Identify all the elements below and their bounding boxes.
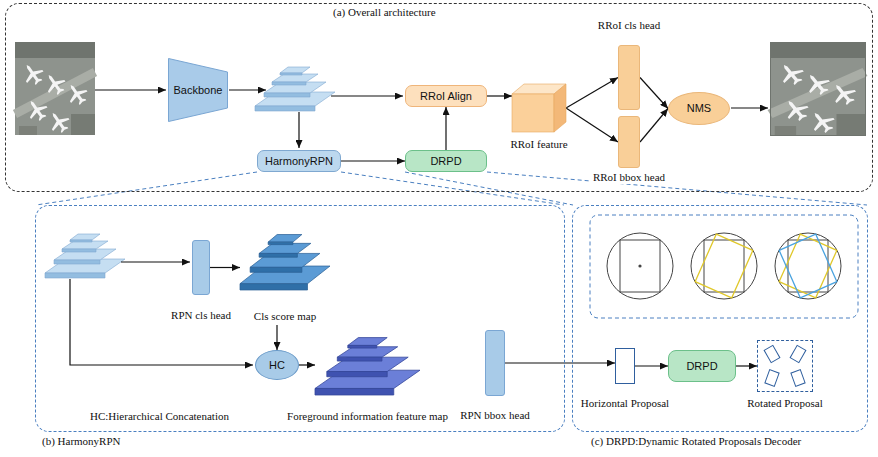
- zoom-lines: [36, 172, 867, 205]
- region-title: (a) Overall architecture: [331, 6, 438, 19]
- head-bar: RPN cls head: [192, 240, 210, 295]
- feature-pyramid: Foreground information feature map: [315, 335, 420, 395]
- center-dot: [638, 264, 641, 267]
- box-label: DRPD: [430, 155, 461, 168]
- head-bar: RPN bbox head: [485, 330, 505, 396]
- zoom-line: [36, 172, 257, 205]
- decoder-panel: [590, 215, 858, 318]
- layout-arrow: [331, 95, 403, 96]
- layout-arrow: [95, 89, 166, 90]
- zoom-line: [487, 172, 867, 205]
- layout-arrows: [70, 90, 768, 365]
- rotated-box: [779, 234, 837, 298]
- feature-pyramid: [45, 234, 125, 278]
- pyramid-outline: [240, 232, 330, 290]
- note-label: HC:Hierarchical Concatenation: [88, 410, 231, 423]
- flow-arrow: [341, 160, 405, 161]
- flow-arrow: [505, 362, 615, 363]
- feature-pyramid: [315, 338, 420, 395]
- head-label: RRoI cls head: [596, 19, 662, 32]
- flow-arrow: [640, 109, 668, 143]
- rotated-box: [765, 370, 779, 387]
- layout-arrow: [298, 112, 299, 148]
- layout-arrow: [229, 89, 266, 90]
- process-box: RRoI Align: [405, 85, 487, 107]
- cube-outline: [512, 84, 566, 132]
- region-caption: (b) HarmonyRPN: [40, 435, 123, 448]
- ellipse-label: HC: [269, 359, 285, 372]
- flow-arrow: [566, 78, 618, 109]
- rotated-box: [791, 370, 805, 387]
- proposal-group: Rotated Proposal: [757, 340, 813, 392]
- detail-region: Horizontal ProposalDRPDRotated Proposal(…: [572, 205, 868, 432]
- pyramid-label: Foreground information feature map: [285, 410, 450, 423]
- process-box: HarmonyRPN: [257, 150, 341, 172]
- concat-ellipse: HC: [255, 350, 299, 380]
- process-box: DRPD: [668, 350, 736, 382]
- bound-circle: [691, 233, 757, 299]
- cube-label: RRoI feature: [508, 138, 569, 151]
- box-label: DRPD: [686, 360, 717, 373]
- bound-circle: [775, 233, 841, 299]
- head-label: RPN cls head: [169, 309, 233, 322]
- block-label: Backbone: [174, 84, 223, 97]
- ellipse-label: NMS: [687, 102, 711, 115]
- bound-circle: [607, 233, 673, 299]
- flow-arrow: [635, 365, 668, 366]
- output-image-frame: [771, 43, 866, 136]
- head-bar: RRoI cls head: [618, 45, 640, 110]
- pyramid-outline: [315, 335, 420, 395]
- zoom-line: [341, 172, 564, 205]
- rotated-box: [779, 234, 837, 298]
- output-image: [770, 42, 865, 136]
- backbone-block: Backbone: [168, 58, 228, 122]
- flow-arrow: [445, 107, 446, 150]
- layout-arrow: [121, 261, 190, 262]
- rotated-box: [790, 345, 806, 362]
- overall-region: Backbone RRoI Align RRoI cls headRRoI feat…: [5, 3, 873, 192]
- nms-ellipse: NMS: [668, 92, 730, 125]
- trapezoid-shape: [169, 59, 228, 122]
- flow-arrow: [299, 364, 315, 365]
- cube-front: [512, 94, 554, 132]
- layout-arrow: [70, 279, 253, 365]
- head-bar: RRoI bbox head: [618, 116, 640, 168]
- cube-side: [554, 84, 566, 132]
- box-label: RRoI Align: [420, 90, 472, 103]
- flow-arrow: [640, 78, 668, 109]
- flow-arrow: [487, 95, 512, 96]
- box-label: HarmonyRPN: [265, 155, 333, 168]
- horizontal-box: [620, 240, 660, 292]
- layout-arrow: [731, 107, 768, 108]
- pyramid-label: Cls score map: [252, 310, 318, 323]
- rotated-box: [764, 345, 780, 362]
- head-label: RRoI bbox head: [591, 171, 667, 184]
- detail-region: RPN cls headCls score mapHCForeground in…: [35, 205, 565, 432]
- flow-arrow: [736, 365, 757, 366]
- flow-arrow: [566, 108, 618, 142]
- flow-arrow: [210, 267, 240, 268]
- flow-arrow: [276, 325, 277, 350]
- feature-pyramid: [255, 67, 335, 111]
- proposal-box: Horizontal Proposal: [615, 348, 635, 384]
- score-pyramid: Cls score map: [240, 232, 330, 290]
- zoom-line: [405, 172, 573, 205]
- input-image: [15, 42, 95, 136]
- proposal-label: Horizontal Proposal: [579, 397, 671, 410]
- decoder-illustration: [607, 233, 841, 299]
- region-caption: (c) DRPD:Dynamic Rotated Proposals Decod…: [589, 435, 803, 448]
- proposal-label: Rotated Proposal: [745, 397, 824, 410]
- feature-pyramid: [240, 235, 330, 290]
- feature-cube: RRoI feature: [512, 84, 566, 132]
- rotated-box: [695, 234, 753, 298]
- rotated-proposals: [764, 345, 806, 386]
- process-box: DRPD: [405, 150, 487, 172]
- head-label: RPN bbox head: [458, 409, 532, 422]
